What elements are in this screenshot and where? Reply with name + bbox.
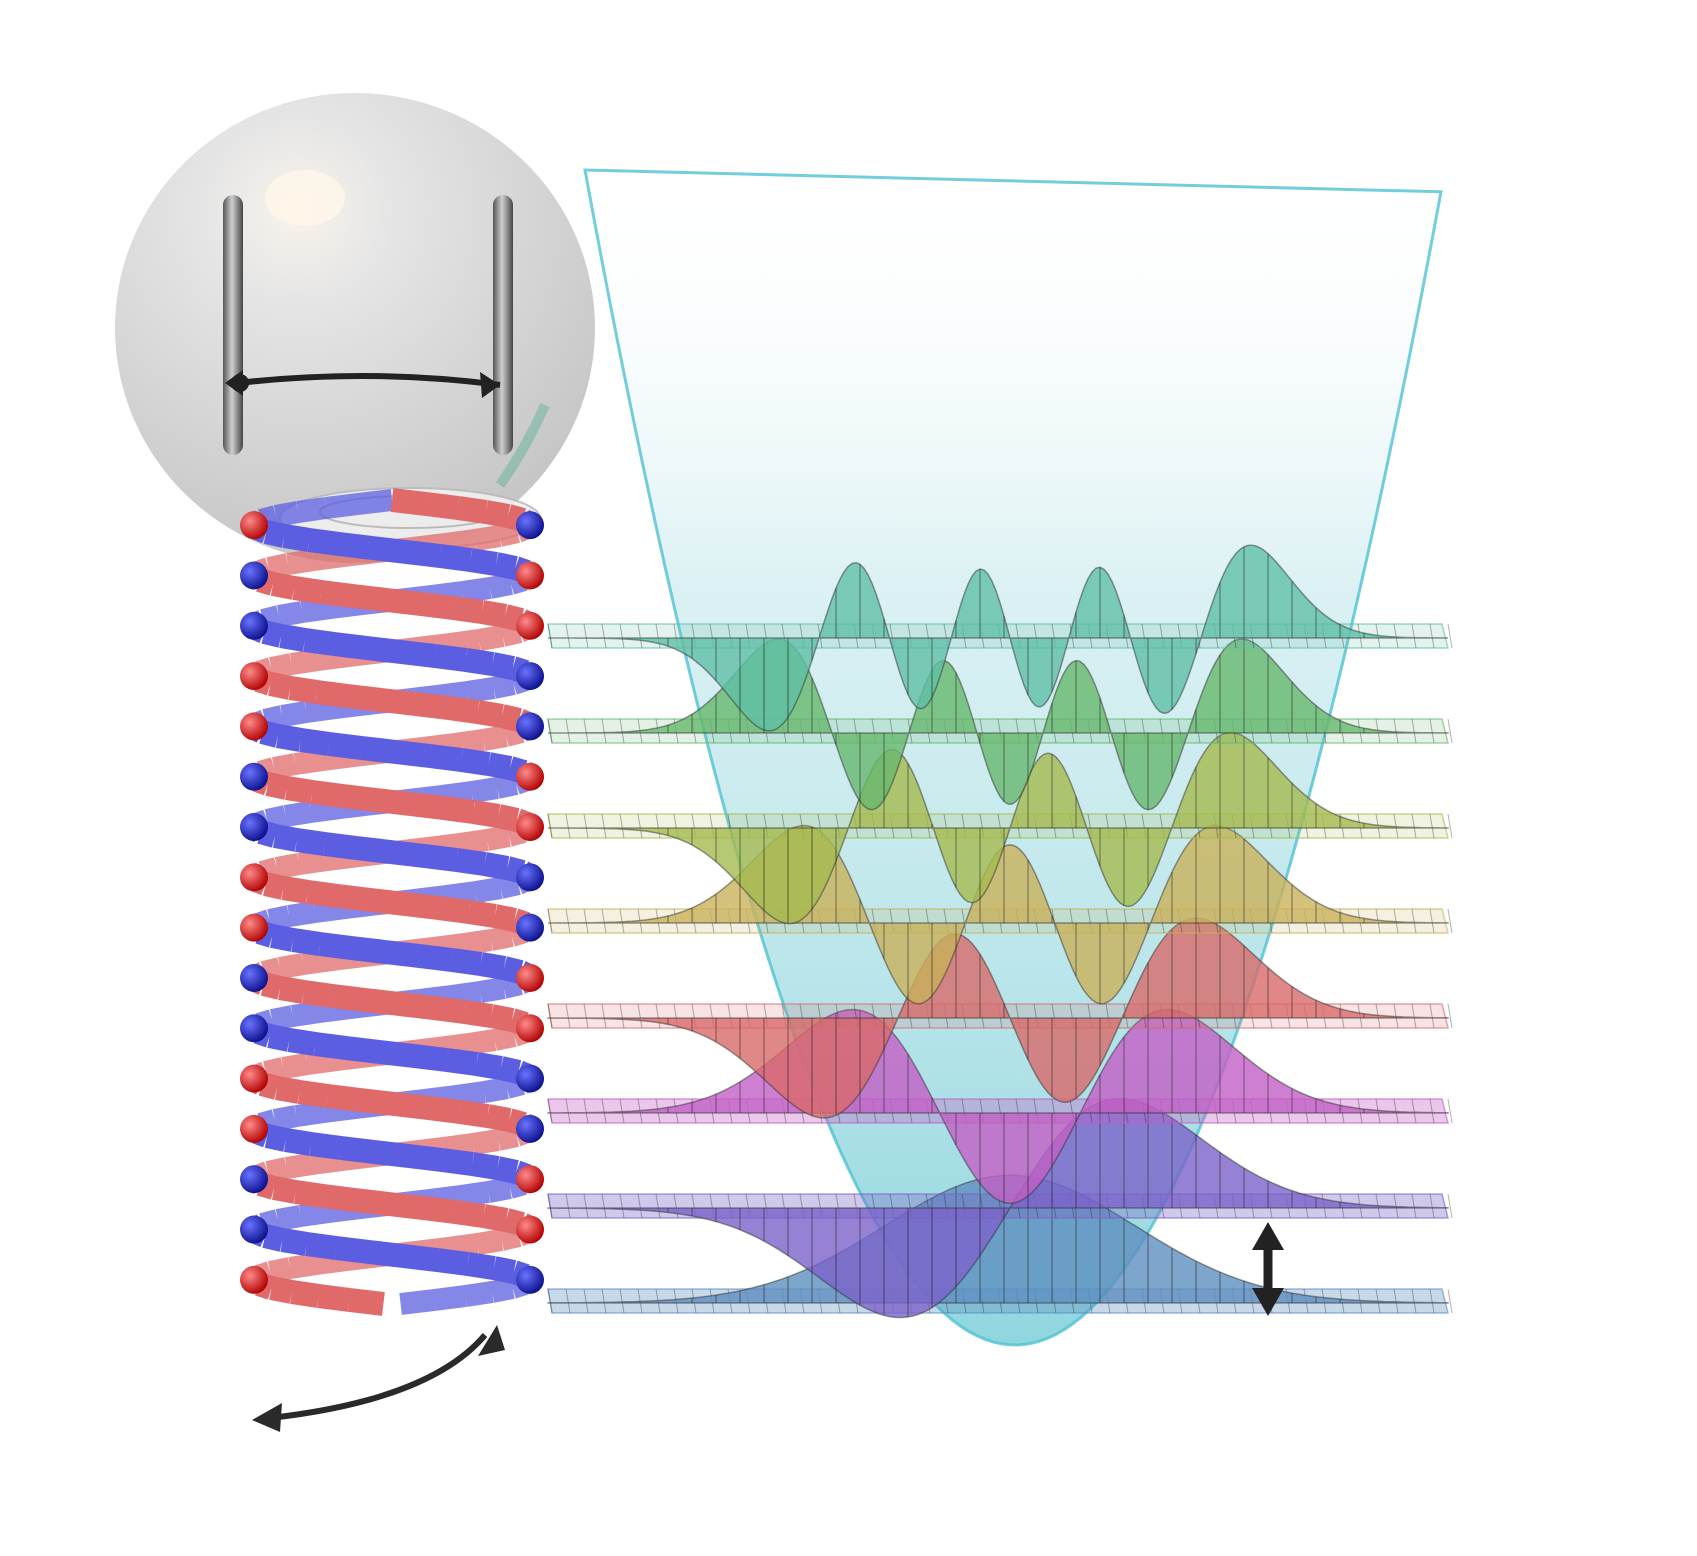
helix-node — [516, 1265, 544, 1294]
rotation-arrow-icon — [252, 1325, 505, 1432]
helix-node — [240, 1165, 268, 1194]
helix-node — [516, 1064, 544, 1093]
helix-node — [240, 511, 268, 540]
helix-node — [240, 1114, 268, 1143]
helix-node — [516, 511, 544, 540]
wavefunction-5 — [548, 731, 1449, 925]
helix-node — [516, 611, 544, 640]
energy-level-1 — [547, 1097, 1453, 1319]
helix-node — [240, 963, 268, 992]
wavefunction-2 — [547, 1008, 1449, 1204]
helix-node — [240, 1064, 268, 1093]
helix-node — [240, 913, 268, 942]
helix-node — [240, 561, 268, 590]
wavefunction-3 — [547, 917, 1449, 1119]
right-rod — [493, 195, 513, 455]
helix-node — [516, 1114, 544, 1143]
helix-node — [516, 963, 544, 992]
spacing-arrow-icon — [1252, 1222, 1284, 1316]
bloch-sphere-icon — [115, 93, 595, 563]
helix-node — [516, 762, 544, 791]
wavefunction-1 — [547, 1097, 1449, 1319]
helix-node — [516, 662, 544, 691]
helix-node — [516, 561, 544, 590]
helix-node — [240, 863, 268, 892]
wavefunction-7 — [548, 544, 1449, 732]
double-helix — [240, 488, 544, 1316]
wavefunction-stack — [547, 544, 1453, 1319]
energy-level-3 — [547, 917, 1453, 1119]
energy-level-2 — [547, 1008, 1453, 1204]
energy-level-0 — [547, 1174, 1453, 1314]
helix-node — [240, 611, 268, 640]
helix-node — [516, 863, 544, 892]
helix-node — [516, 712, 544, 741]
helix-node — [240, 1215, 268, 1244]
helix-node — [240, 1014, 268, 1043]
left-rod — [223, 195, 243, 455]
double-arrow-icon — [237, 372, 501, 388]
helix-node — [516, 813, 544, 842]
helix-node — [516, 1215, 544, 1244]
helix-node — [516, 913, 544, 942]
helix-node — [240, 762, 268, 791]
helix-node — [516, 1165, 544, 1194]
helix-node — [240, 712, 268, 741]
energy-level-5 — [547, 731, 1453, 925]
helix-node — [240, 662, 268, 691]
helix-node — [240, 813, 268, 842]
energy-level-7 — [547, 544, 1453, 732]
helix-node — [240, 1265, 268, 1294]
helix-node — [516, 1014, 544, 1043]
